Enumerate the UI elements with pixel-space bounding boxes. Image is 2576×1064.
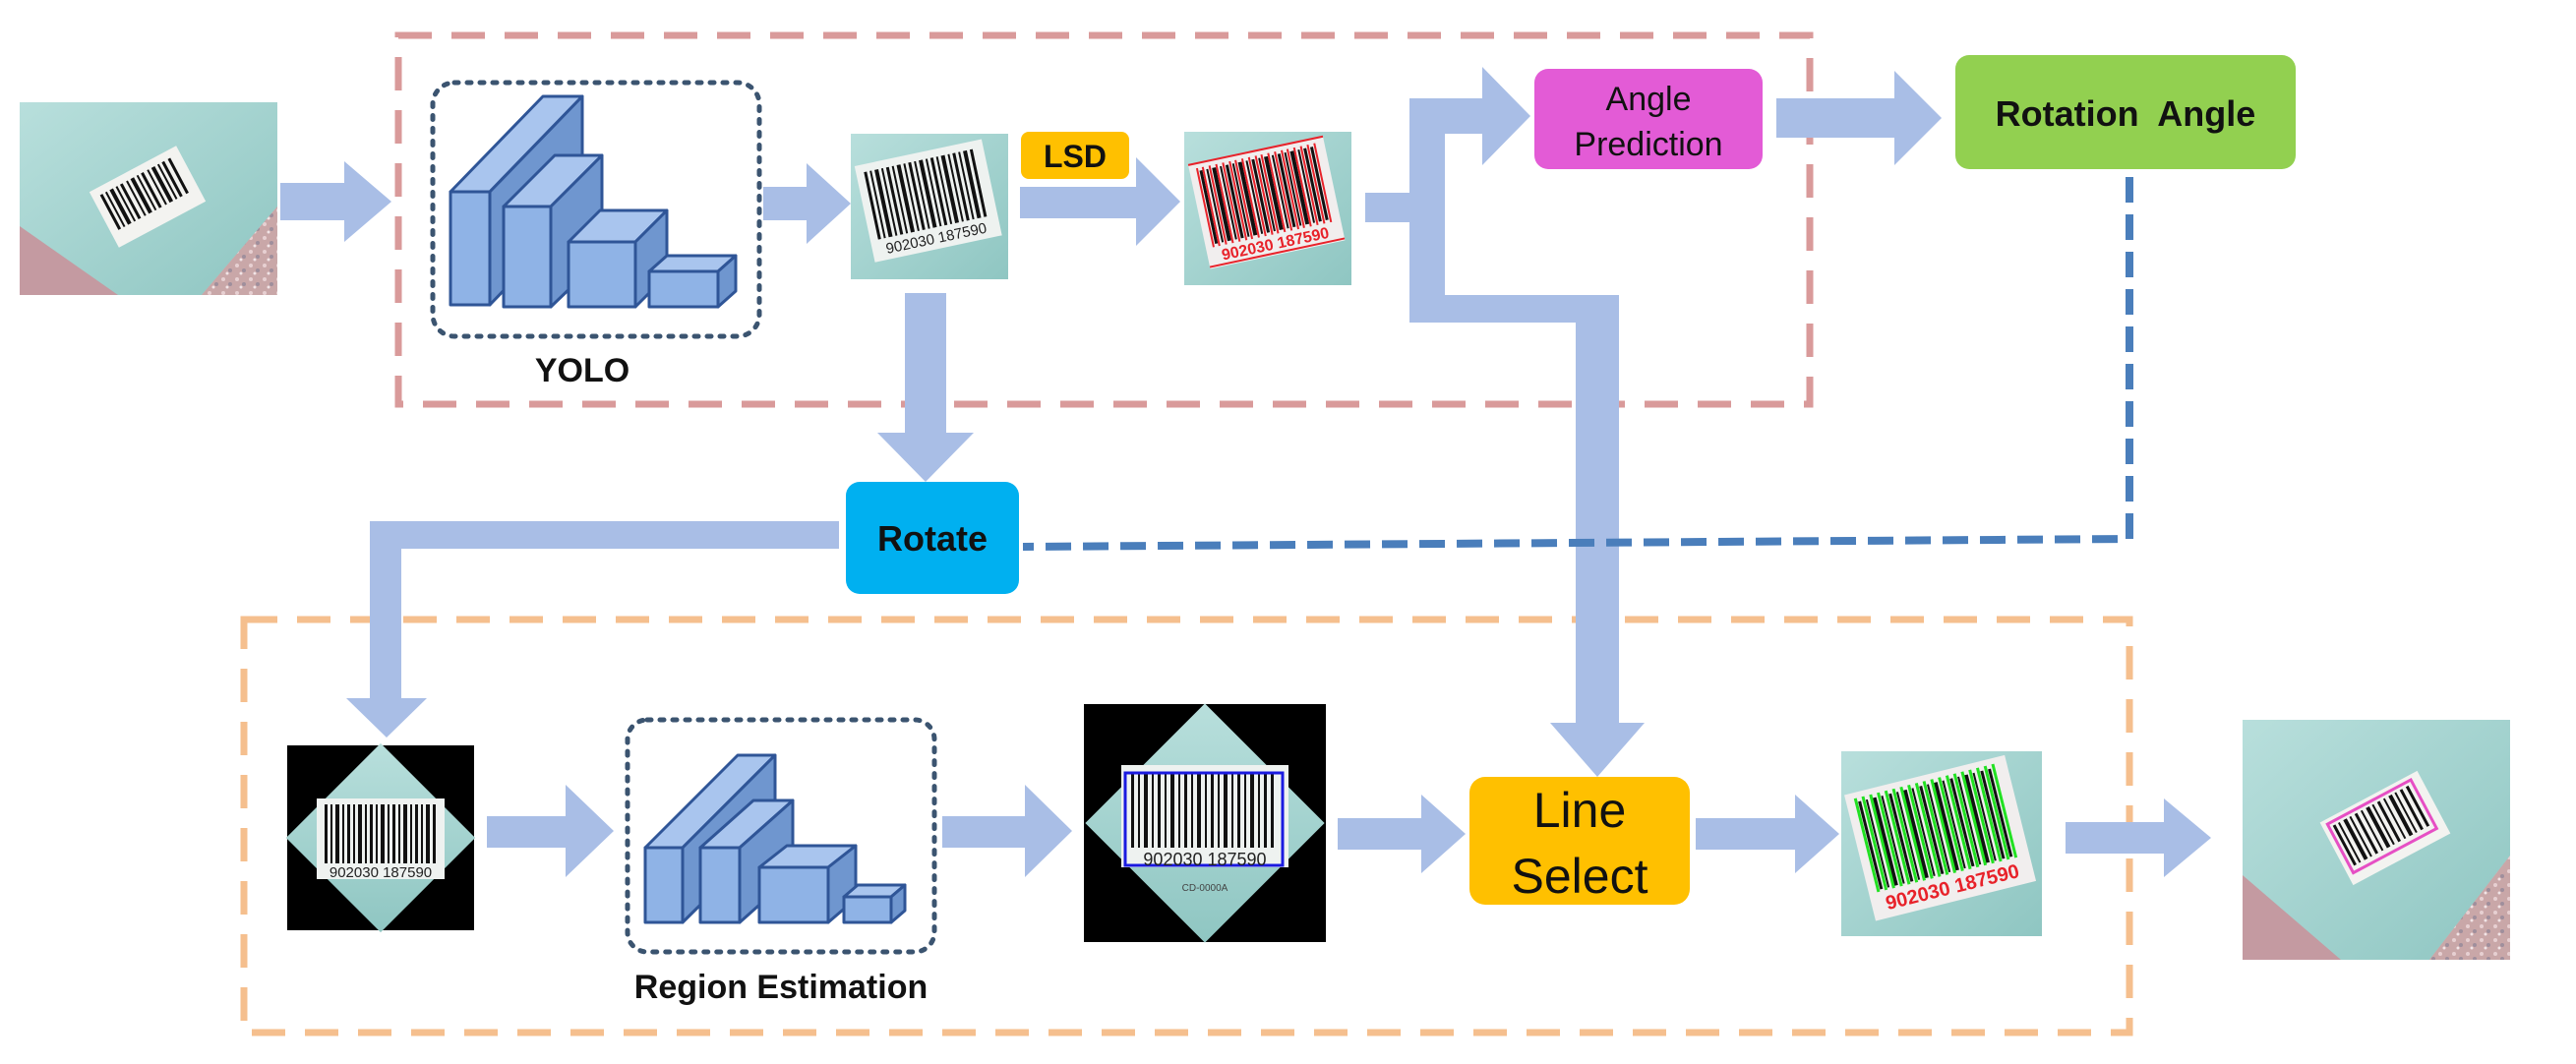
yolo-cnn-blocks-icon: [449, 94, 738, 309]
arrow-to-angle-prediction: [1365, 67, 1530, 222]
region-bounding-box: [1123, 771, 1285, 867]
angle-prediction-label-line1: Angle: [1606, 81, 1692, 118]
result-barcode-digits: 902030 187590: [1143, 850, 1266, 869]
yolo-dotted-frame: [430, 80, 762, 339]
rotation-angle-box: [1955, 55, 2296, 169]
stage1-border: [394, 31, 1814, 408]
barcode-green-lines-image: 902030 187590: [1841, 751, 2042, 936]
region-estimation-label: Region Estimation: [634, 969, 928, 1006]
arrow-to-green-lines: [1696, 795, 1839, 873]
arrow-input-to-yolo: [280, 161, 391, 242]
rotated-barcode-image: 902030 187590: [285, 742, 476, 933]
arrow-to-region-estimation: [487, 785, 614, 877]
line-select-label-line2: Select: [1512, 849, 1648, 904]
angle-prediction-box: [1534, 69, 1763, 169]
result-barcode-small-text: CD-0000A: [1182, 883, 1228, 894]
feedback-dashed-line: [1022, 177, 2133, 551]
region-estimation-result-image: 902030 187590 CD-0000A: [1084, 703, 1326, 943]
arrow-crop-to-rotate: [877, 293, 974, 482]
input-photo: [20, 102, 277, 295]
arrow-to-rotation-angle: [1776, 71, 1942, 165]
rotate-label: Rotate: [877, 518, 988, 559]
line-select-label-line1: Line: [1533, 783, 1627, 838]
lsd-box: [1021, 132, 1129, 179]
flow-arrows: [280, 67, 2211, 877]
barcode-red-lines-image: 902030 187590: [1184, 132, 1351, 285]
arrow-to-line-select-box: [1338, 795, 1466, 873]
barcode-crop-image: 902030 187590: [851, 134, 1008, 279]
angle-prediction-label-line2: Prediction: [1574, 126, 1722, 163]
region-estimation-dotted-frame: [625, 717, 937, 955]
yolo-label: YOLO: [535, 352, 629, 389]
rotate-box: [846, 482, 1019, 594]
arrow-to-line-select: [1409, 222, 1645, 777]
rotated-barcode-digits: 902030 187590: [329, 864, 432, 881]
arrow-to-output: [2066, 798, 2211, 877]
arrow-rotate-to-rotated: [346, 521, 839, 738]
arrow-lsd: [1020, 157, 1180, 246]
arrow-to-region-result: [942, 785, 1072, 877]
rotation-angle-label: Rotation Angle: [1996, 93, 2256, 134]
region-estimation-cnn-blocks-icon: [643, 753, 907, 924]
output-photo: [2243, 720, 2510, 960]
lsd-label: LSD: [1044, 139, 1107, 174]
line-select-box: [1469, 777, 1690, 905]
arrow-yolo-to-crop: [763, 163, 851, 244]
